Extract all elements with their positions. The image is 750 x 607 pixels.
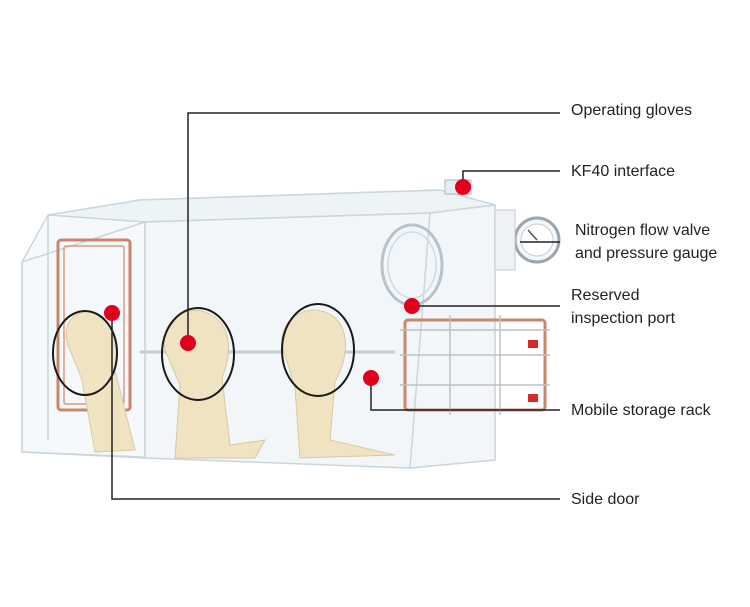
- markers: [104, 179, 471, 386]
- label-operating-gloves: Operating gloves: [571, 102, 692, 119]
- marker-operating-gloves: [180, 335, 196, 351]
- marker-kf40-interface: [455, 179, 471, 195]
- marker-mobile-storage-rack: [363, 370, 379, 386]
- glove-right: [281, 303, 396, 459]
- label-mobile-storage-rack: Mobile storage rack: [571, 402, 711, 419]
- pressure-gauge: [494, 209, 561, 271]
- glove-left: [52, 310, 136, 453]
- leader-lines: [111, 112, 560, 500]
- marker-side-door: [104, 305, 120, 321]
- label-reserved-inspection-port: Reserved inspection port: [571, 287, 676, 327]
- label-nitrogen-flow-valve: Nitrogen flow valve and pressure gauge: [575, 222, 718, 262]
- label-side-door: Side door: [571, 491, 640, 508]
- marker-reserved-inspection-port: [404, 298, 420, 314]
- label-kf40-interface: KF40 interface: [571, 163, 676, 180]
